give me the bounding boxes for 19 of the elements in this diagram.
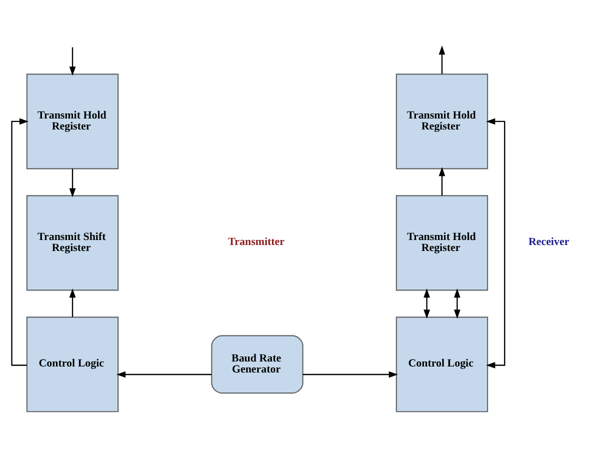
arrow [486, 118, 506, 368]
arrow [424, 288, 430, 318]
node-box: Control Logic [26, 316, 119, 412]
label: Receiver [528, 235, 570, 248]
node-box: Transmit Hold Register [396, 73, 488, 169]
arrow [438, 44, 446, 74]
arrow [302, 370, 398, 378]
node-box: Transmit Hold Register [396, 194, 488, 290]
arrow [69, 46, 76, 76]
arrow [454, 288, 460, 318]
arrow [438, 166, 446, 196]
arrow [69, 168, 76, 197]
label: Transmitter [228, 235, 285, 248]
node-box: Baud Rate Generator [211, 334, 304, 394]
node-box: Transmit Hold Register [26, 73, 119, 169]
arrow [69, 288, 76, 316]
arrow [116, 370, 212, 378]
node-box: Control Logic [396, 316, 488, 412]
node-box: Transmit Shift Register [26, 194, 119, 290]
